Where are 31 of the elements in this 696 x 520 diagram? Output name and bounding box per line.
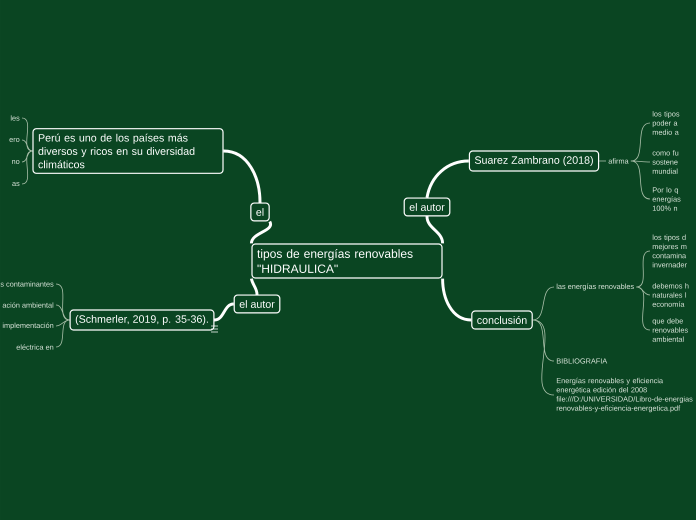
- connector: [630, 160, 650, 162]
- connector: [630, 160, 650, 200]
- connector: [532, 320, 554, 396]
- topic-box: conclusión: [471, 310, 533, 330]
- topic-box: el: [250, 202, 270, 222]
- connector: [441, 278, 472, 322]
- connector: [22, 150, 33, 162]
- topic-box: Suarez Zambrano (2018): [468, 150, 600, 172]
- connector: [22, 150, 33, 184]
- topic-box: (Schmerler, 2019, p. 35-36).: [70, 309, 214, 331]
- connector: [56, 284, 70, 320]
- connector: [532, 286, 554, 320]
- connector: [223, 150, 262, 203]
- connector: [56, 320, 70, 326]
- connector: [214, 302, 234, 322]
- connector: [598, 160, 606, 162]
- connector: [636, 286, 650, 330]
- connector: [250, 221, 272, 244]
- connector: [426, 216, 444, 244]
- connector: [426, 160, 469, 198]
- connector: [630, 122, 650, 162]
- topic-box: el autor: [234, 294, 280, 314]
- connector: [250, 278, 258, 295]
- connector: [56, 304, 70, 320]
- connector: [22, 140, 33, 152]
- topic-box: Perú es uno de los países más diversos y ricos en su diversidad climáticos: [32, 128, 224, 174]
- topic-box: el autor: [404, 197, 450, 216]
- connector: [636, 250, 650, 288]
- connector: [22, 118, 33, 152]
- connector: [56, 320, 70, 348]
- central-topic-box: tipos de energías renovables "HIDRAULICA": [251, 243, 443, 279]
